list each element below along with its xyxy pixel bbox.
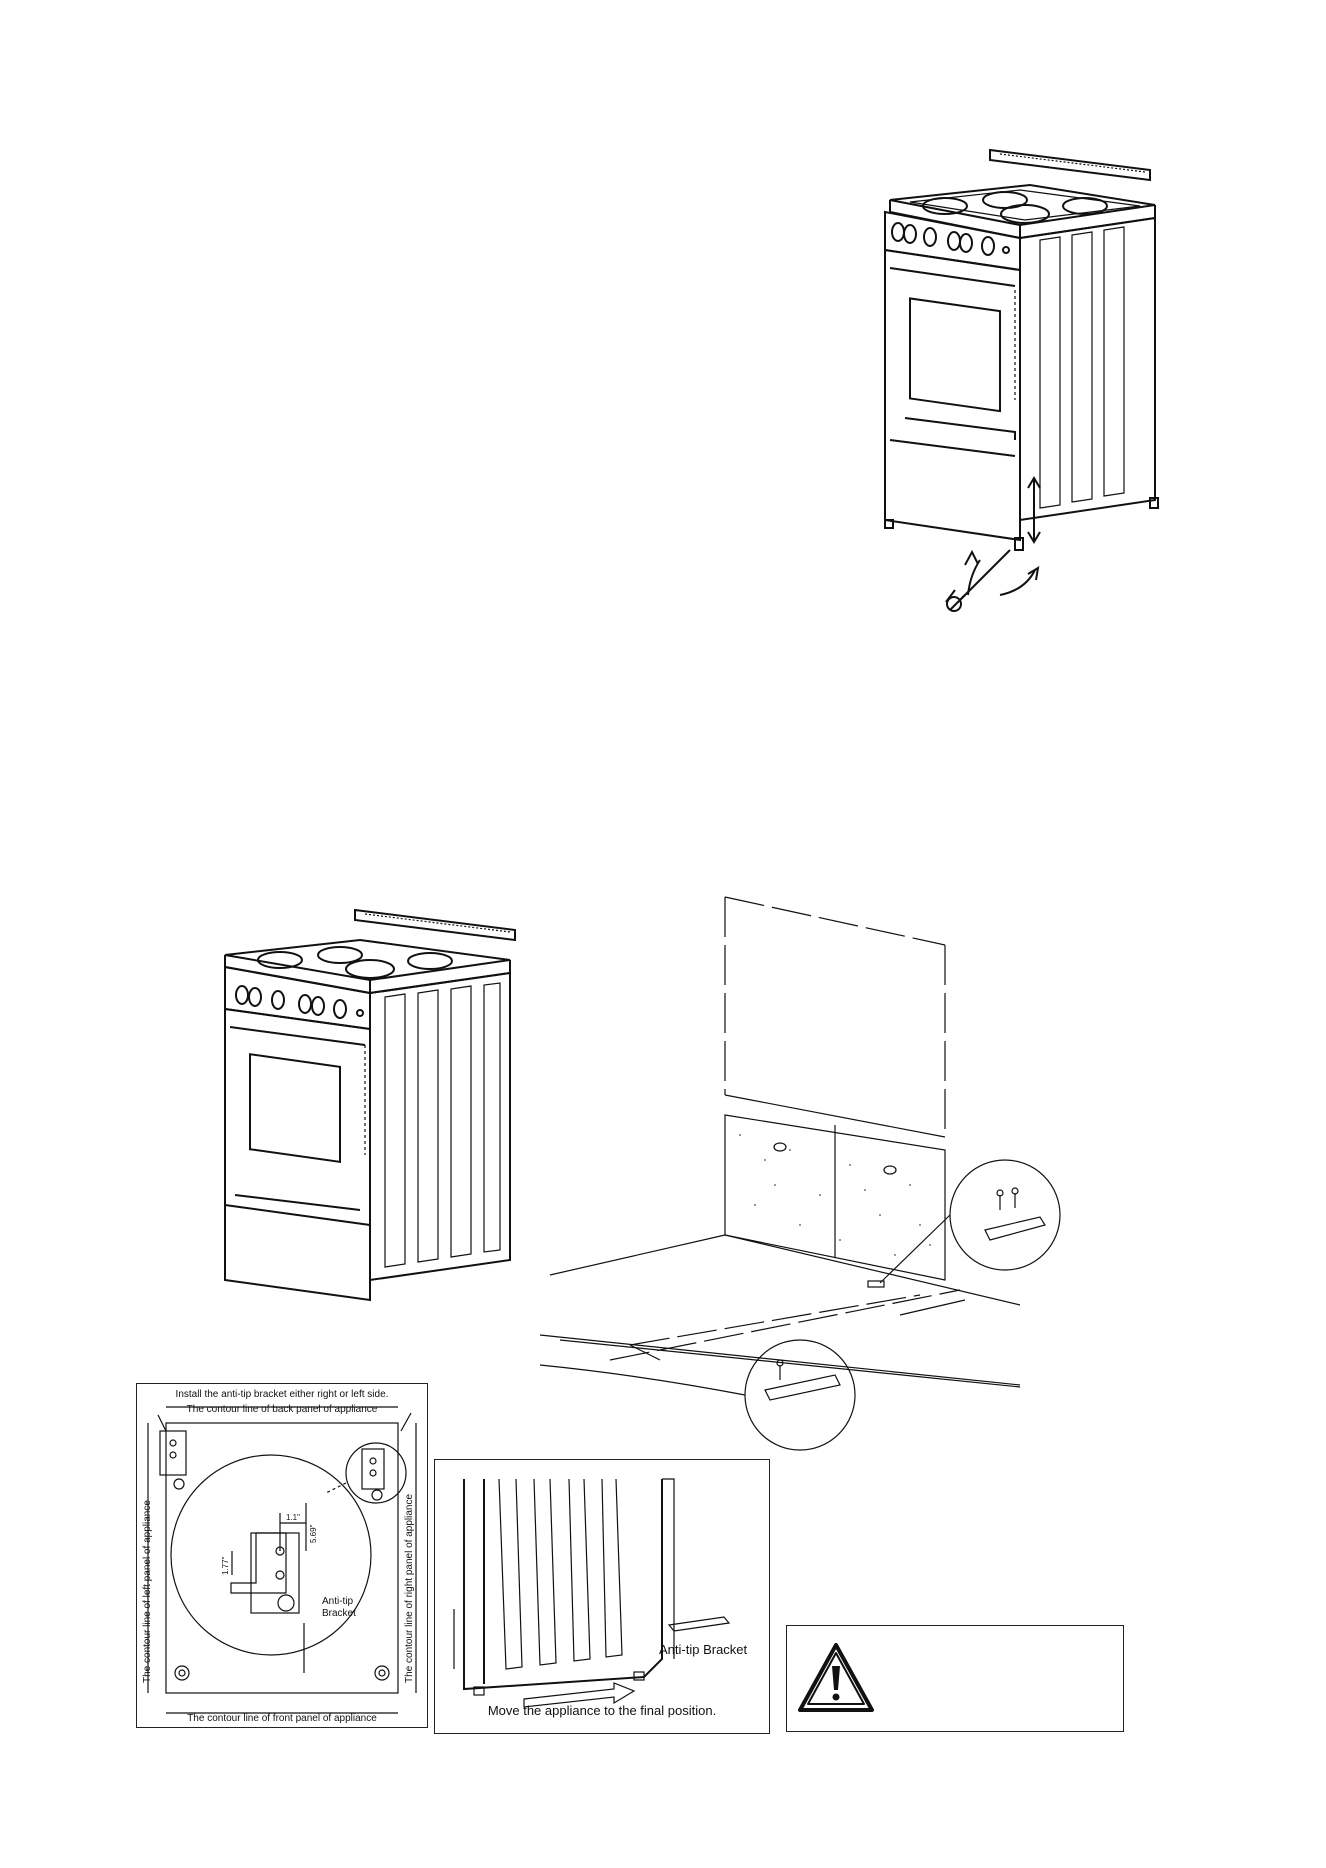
- caption-top: Install the anti-tip bracket either righ…: [176, 1389, 389, 1400]
- move-caption: Move the appliance to the final position…: [488, 1703, 716, 1718]
- wall-floor-installation-diagram: [539, 896, 1061, 1451]
- bracket-template-box: [136, 1383, 428, 1728]
- wrench-icon: [945, 549, 1011, 612]
- left-panel-label: The contour line of left panel of applia…: [142, 1500, 153, 1683]
- move-appliance-diagram: Anti-tip Bracket Move the appliance to t…: [453, 1478, 748, 1718]
- front-panel-label: The contour line of front panel of appli…: [187, 1713, 377, 1724]
- range-leveling-illustration: [884, 148, 1159, 612]
- range-illustration: [224, 908, 516, 1302]
- bracket-label-line2: Bracket: [322, 1608, 356, 1619]
- move-appliance-box: [434, 1459, 770, 1734]
- bracket-label-line1: Anti-tip: [322, 1596, 354, 1607]
- dim-b-label: 5.69": [309, 1524, 318, 1543]
- dim-c-label: 1.77": [221, 1556, 230, 1575]
- back-panel-label: The contour line of back panel of applia…: [187, 1404, 378, 1415]
- move-bracket-label: Anti-tip Bracket: [659, 1642, 748, 1657]
- warning-box: [786, 1625, 1124, 1732]
- bracket-template-diagram: Install the anti-tip bracket either righ…: [142, 1389, 417, 1724]
- right-panel-label: The contour line of right panel of appli…: [404, 1494, 415, 1683]
- dim-a-label: 1.1": [286, 1513, 300, 1522]
- warning-icon: [798, 1643, 874, 1712]
